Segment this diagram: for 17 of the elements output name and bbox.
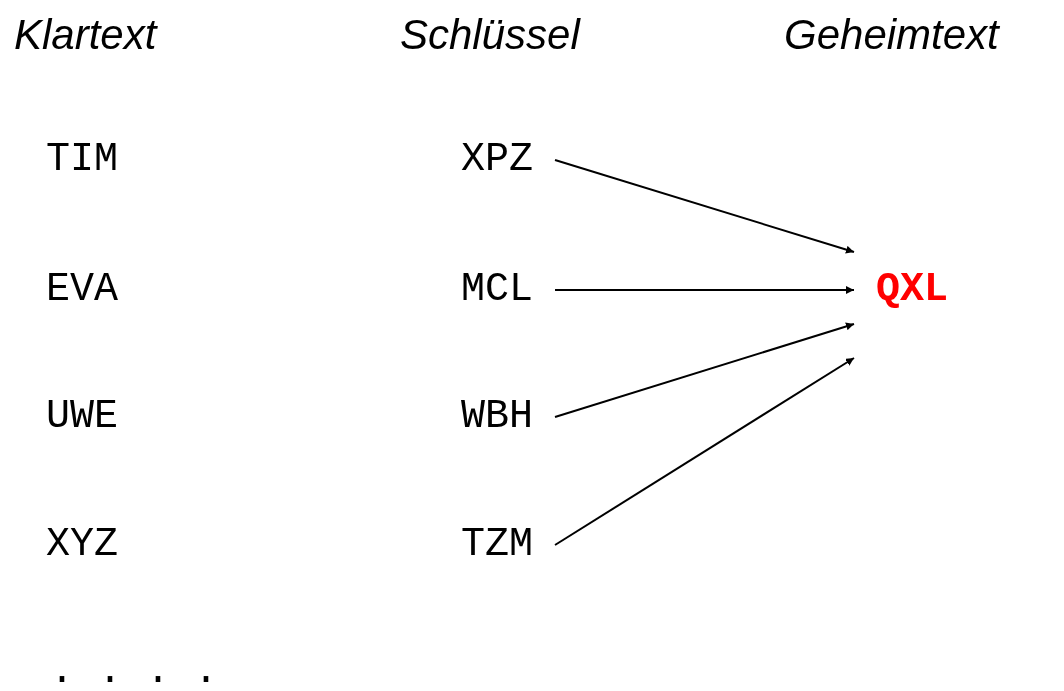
arrow [554,322,855,418]
ellipsis-dots: . . . . [50,652,219,691]
plaintext-word: TIM [46,140,118,180]
column-heading: Geheimtext [784,14,999,56]
key-word: TZM [461,525,533,565]
key-word: MCL [461,270,533,310]
column-heading: Klartext [14,14,157,56]
key-word: XPZ [461,140,533,180]
ciphertext-word: QXL [876,270,948,310]
key-word: WBH [461,397,533,437]
arrow [554,357,855,546]
plaintext-word: EVA [46,270,118,310]
column-heading: Schlüssel [400,14,580,56]
plaintext-word: XYZ [46,525,118,565]
arrow [554,159,855,254]
plaintext-word: UWE [46,397,118,437]
arrow [554,286,855,294]
